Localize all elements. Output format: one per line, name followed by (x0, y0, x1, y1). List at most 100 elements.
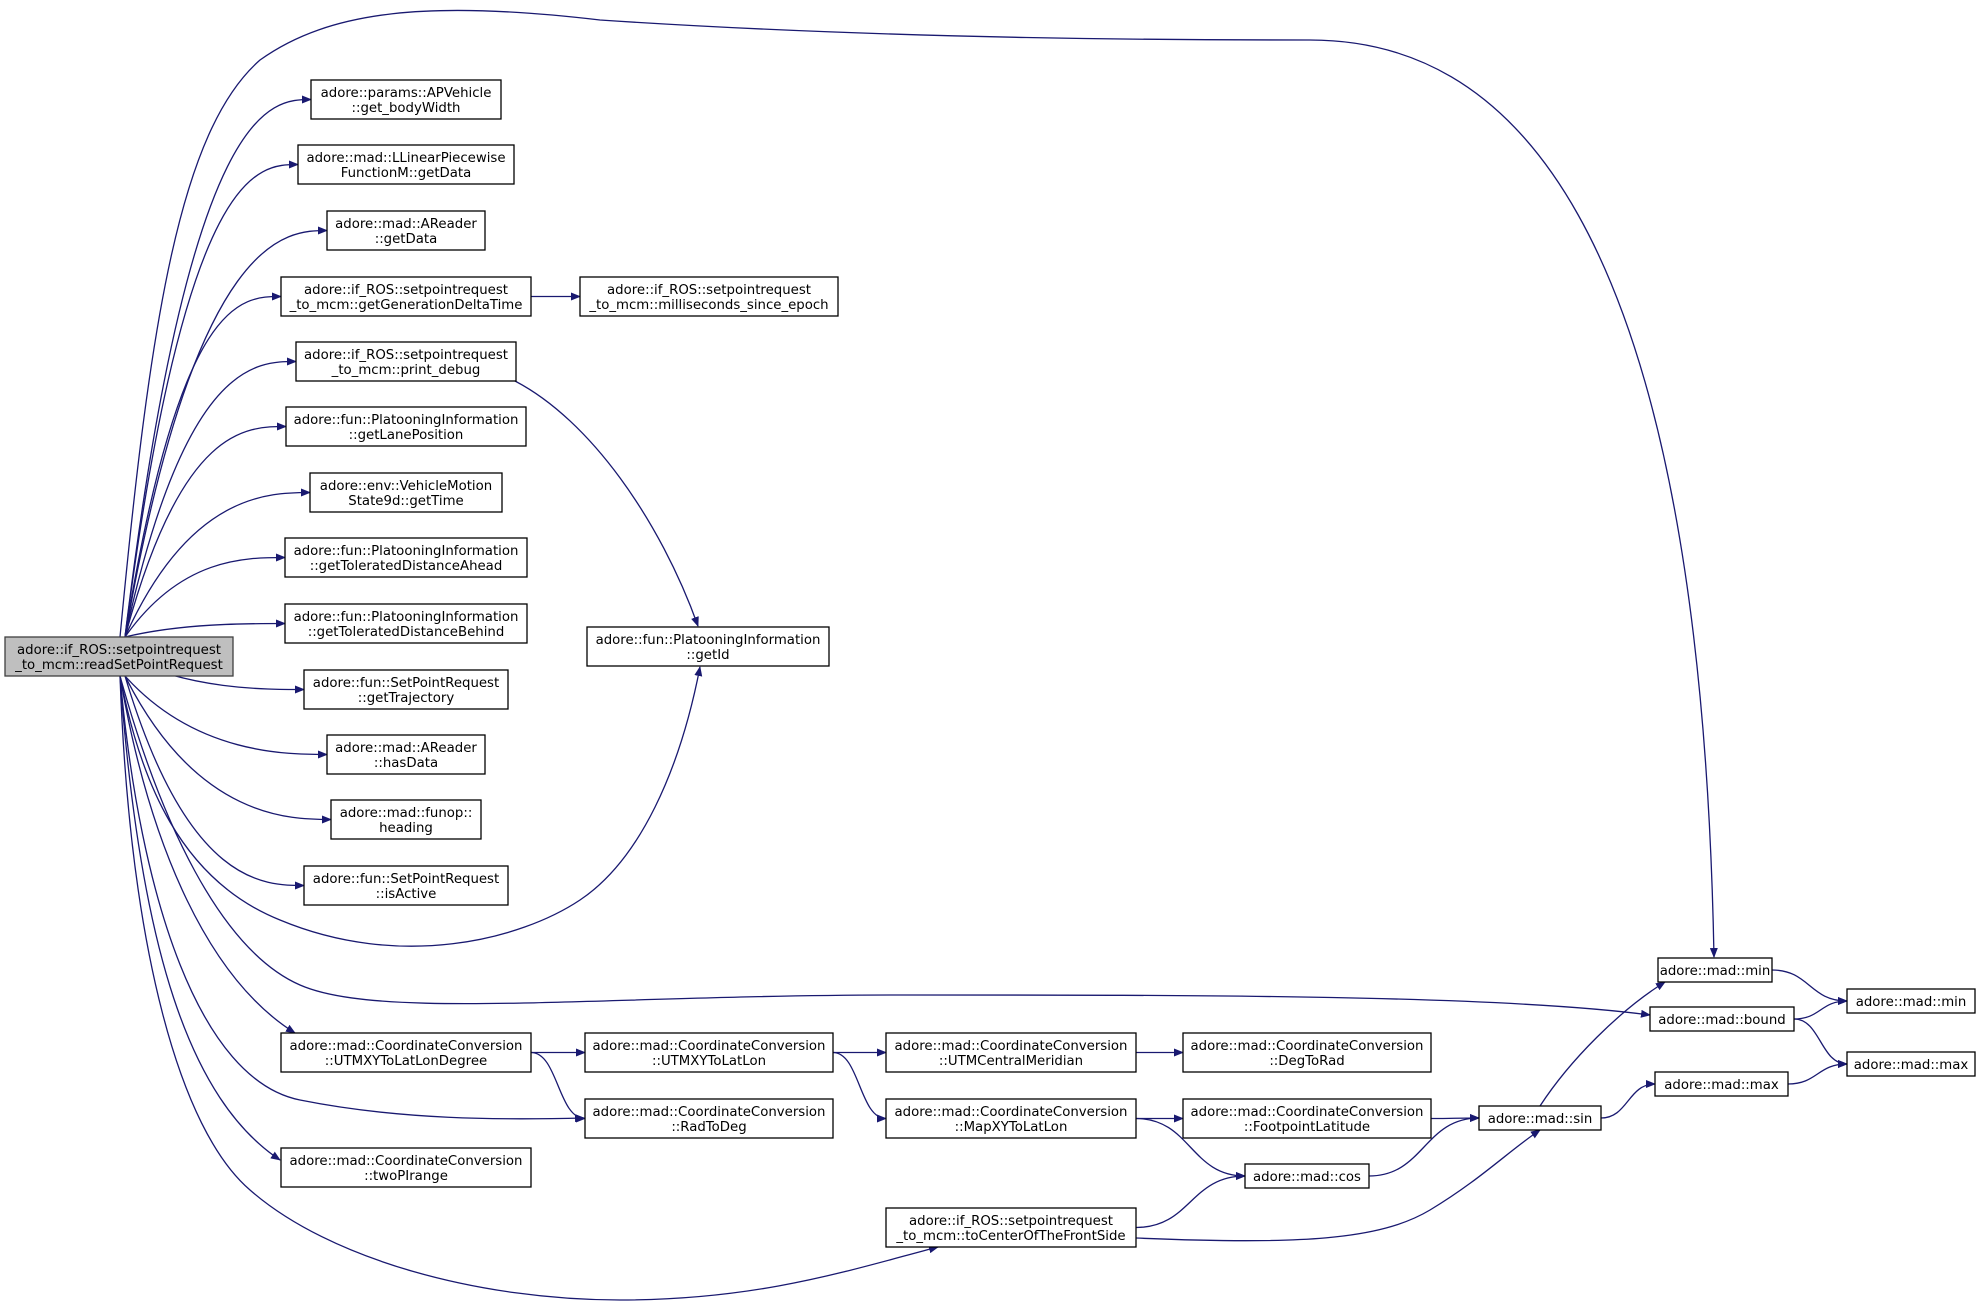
edge-mapxy-to-cos (1135, 1117, 1246, 1180)
node-box (586, 626, 830, 667)
edge-root-to-radtodeg (119, 675, 585, 1123)
node-label: ::RadToDeg (671, 1120, 746, 1135)
node-box (1182, 1098, 1432, 1139)
node-label: _to_mcm::print_debug (331, 363, 481, 378)
node-box (280, 1032, 532, 1073)
node-box (584, 1032, 834, 1073)
node-utmxylatlon[interactable]: adore::mad::CoordinateConversion::UTMXYT… (584, 1032, 834, 1073)
node-label: ::MapXYToLatLon (955, 1120, 1068, 1135)
edge-root-to-heading (124, 675, 332, 824)
node-label: ::UTMCentralMeridian (939, 1054, 1083, 1069)
node-box (285, 406, 527, 447)
node-label: adore::if_ROS::setpointrequest (304, 348, 508, 363)
edge-root-to-gettime (124, 488, 311, 638)
node-gettraj[interactable]: adore::fun::SetPointRequest::getTrajecto… (303, 669, 509, 710)
node-hasdata[interactable]: adore::mad::AReader::hasData (326, 734, 486, 775)
node-printdebug[interactable]: adore::if_ROS::setpointrequest_to_mcm::p… (295, 341, 517, 382)
node-label: ::UTMXYToLatLon (652, 1054, 766, 1069)
edges-layer (119, 9, 1848, 1301)
node-label: adore::fun::PlatooningInformation (294, 610, 519, 625)
node-twopi[interactable]: adore::mad::CoordinateConversion::twoPIr… (280, 1147, 532, 1188)
node-box (1244, 1163, 1370, 1189)
node-label: FunctionM::getData (341, 166, 472, 181)
node-box (303, 669, 509, 710)
node-label: _to_mcm::readSetPointRequest (14, 658, 223, 673)
edge-root-to-min1 (119, 9, 1718, 958)
node-utmxylatlondeg[interactable]: adore::mad::CoordinateConversion::UTMXYT… (280, 1032, 532, 1073)
node-utmcm[interactable]: adore::mad::CoordinateConversion::UTMCen… (885, 1032, 1137, 1073)
node-label: ::getToleratedDistanceBehind (308, 625, 505, 640)
edge-bound-to-max2 (1793, 1018, 1848, 1068)
edge-bound-to-min2 (1793, 997, 1848, 1020)
node-lanepos[interactable]: adore::fun::PlatooningInformation::getLa… (285, 406, 527, 447)
node-gettime[interactable]: adore::env::VehicleMotionState9d::getTim… (309, 472, 503, 513)
node-millis[interactable]: adore::if_ROS::setpointrequest_to_mcm::m… (579, 276, 839, 317)
edge-cos-to-sin (1368, 1114, 1480, 1177)
node-label: ::getTrajectory (358, 691, 455, 706)
node-label: adore::if_ROS::setpointrequest (304, 283, 508, 298)
node-label: adore::mad::CoordinateConversion (895, 1039, 1128, 1054)
node-gendelta[interactable]: adore::if_ROS::setpointrequest_to_mcm::g… (280, 276, 532, 317)
node-heading[interactable]: adore::mad::funop::heading (330, 799, 482, 840)
node-root[interactable]: adore::if_ROS::setpointrequest_to_mcm::r… (4, 636, 234, 677)
node-radtodeg[interactable]: adore::mad::CoordinateConversion::RadToD… (584, 1098, 834, 1139)
node-label: ::getData (375, 232, 438, 247)
node-box (280, 1147, 532, 1188)
edge-root-to-isactive (124, 675, 305, 890)
edge-root-to-bound (119, 675, 1651, 1018)
node-max2[interactable]: adore::mad::max (1846, 1051, 1976, 1077)
node-label: adore::mad::AReader (335, 217, 477, 232)
node-tolahead[interactable]: adore::fun::PlatooningInformation::getTo… (284, 537, 528, 578)
node-label: ::DegToRad (1269, 1054, 1344, 1069)
edge-root-to-gendelta (124, 292, 282, 638)
edge-root-to-bodywidth (124, 95, 312, 638)
edge-tocenter-to-sin (1135, 1129, 1541, 1242)
edge-root-to-getid (119, 666, 703, 947)
node-label: adore::mad::min (1856, 995, 1967, 1010)
node-isactive[interactable]: adore::fun::SetPointRequest::isActive (303, 865, 509, 906)
node-label: adore::params::APVehicle (321, 86, 492, 101)
node-degtorad[interactable]: adore::mad::CoordinateConversion::DegToR… (1182, 1032, 1432, 1073)
node-label: ::getToleratedDistanceAhead (310, 559, 503, 574)
edge-sin-to-max1 (1600, 1080, 1656, 1119)
node-label: adore::mad::AReader (335, 741, 477, 756)
node-box (310, 79, 502, 120)
node-tolbehind[interactable]: adore::fun::PlatooningInformation::getTo… (284, 603, 528, 644)
node-box (280, 276, 532, 317)
edge-tocenter-to-cos (1135, 1172, 1246, 1229)
node-label: ::twoPIrange (364, 1169, 448, 1184)
node-label: adore::mad::CoordinateConversion (290, 1154, 523, 1169)
node-box (303, 865, 509, 906)
node-box (584, 1098, 834, 1139)
edge-root-to-twopi (119, 675, 281, 1161)
node-min2[interactable]: adore::mad::min (1846, 988, 1976, 1014)
node-mapxy[interactable]: adore::mad::CoordinateConversion::MapXYT… (885, 1098, 1137, 1139)
node-sin[interactable]: adore::mad::sin (1478, 1105, 1602, 1131)
node-areader_getdata[interactable]: adore::mad::AReader::getData (326, 210, 486, 251)
node-box (1654, 1071, 1789, 1097)
edge-utmxylatlondeg-to-radtodeg (530, 1051, 586, 1123)
node-box (1846, 988, 1976, 1014)
edge-printdebug-to-getid (514, 380, 699, 627)
node-box (1657, 957, 1773, 983)
node-min1[interactable]: adore::mad::min (1657, 957, 1773, 983)
node-label: ::isActive (376, 887, 437, 902)
node-box (297, 144, 515, 185)
node-footpoint[interactable]: adore::mad::CoordinateConversion::Footpo… (1182, 1098, 1432, 1139)
node-getid[interactable]: adore::fun::PlatooningInformation::getId (586, 626, 830, 667)
node-cos[interactable]: adore::mad::cos (1244, 1163, 1370, 1189)
node-lpf_getdata[interactable]: adore::mad::LLinearPiecewiseFunctionM::g… (297, 144, 515, 185)
node-bodywidth[interactable]: adore::params::APVehicle::get_bodyWidth (310, 79, 502, 120)
edge-root-to-lanepos (124, 422, 287, 638)
node-label: adore::mad::bound (1658, 1013, 1785, 1028)
node-max1[interactable]: adore::mad::max (1654, 1071, 1789, 1097)
node-bound[interactable]: adore::mad::bound (1649, 1006, 1795, 1032)
node-label: ::hasData (374, 756, 438, 771)
node-box (885, 1098, 1137, 1139)
node-label: adore::mad::CoordinateConversion (1191, 1105, 1424, 1120)
node-label: adore::fun::PlatooningInformation (294, 544, 519, 559)
node-tocenter[interactable]: adore::if_ROS::setpointrequest_to_mcm::t… (885, 1207, 1137, 1248)
node-box (326, 210, 486, 251)
edge-root-to-tolbehind (124, 619, 286, 638)
node-label: adore::fun::PlatooningInformation (294, 413, 519, 428)
